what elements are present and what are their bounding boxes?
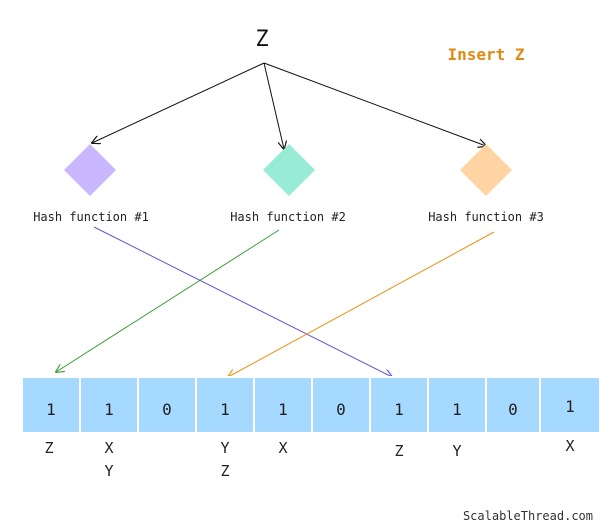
hash-to-bit-arrows bbox=[56, 226, 495, 377]
bit-cell-2 bbox=[137, 376, 197, 434]
bit-value-8: 0 bbox=[508, 400, 518, 419]
bit-value-3: 1 bbox=[220, 400, 230, 419]
bit-value-1: 1 bbox=[104, 400, 114, 419]
hash-function-node-1 bbox=[64, 144, 116, 196]
root-arrow-3 bbox=[263, 62, 486, 146]
bit-cell-6 bbox=[369, 376, 429, 434]
bit-cell-5 bbox=[311, 376, 371, 434]
bit-element-6-0: Z bbox=[394, 442, 403, 460]
hash-functions: Hash function #1 Hash function #2 Hash fun… bbox=[33, 144, 544, 224]
bit-element-3-1: Z bbox=[220, 462, 229, 480]
hash-function-label-2: Hash function #2 bbox=[230, 210, 346, 224]
hash-arrow-2 bbox=[56, 229, 280, 372]
bit-cell-0 bbox=[21, 376, 81, 434]
bit-cell-7 bbox=[427, 376, 487, 434]
footer-credit: ScalableThread.com bbox=[463, 509, 593, 523]
bit-value-2: 0 bbox=[162, 400, 172, 419]
root-arrow-1 bbox=[92, 62, 265, 143]
bit-element-1-0: X bbox=[104, 439, 113, 457]
bit-value-9: 1 bbox=[565, 397, 575, 416]
hash-arrow-1 bbox=[93, 226, 392, 377]
bit-array: 1 1 0 1 1 0 1 1 0 1 bbox=[21, 376, 601, 434]
hash-function-node-2 bbox=[263, 144, 315, 196]
bit-element-0-0: Z bbox=[44, 439, 53, 457]
hash-function-label-3: Hash function #3 bbox=[428, 210, 544, 224]
bit-element-3-0: Y bbox=[220, 439, 229, 457]
bit-value-0: 1 bbox=[46, 400, 56, 419]
root-to-hash-arrows bbox=[92, 62, 486, 149]
diagram-title: Insert Z bbox=[447, 45, 524, 64]
bit-cell-1 bbox=[79, 376, 139, 434]
bit-cell-8 bbox=[485, 376, 541, 434]
bit-element-7-0: Y bbox=[452, 442, 461, 460]
hash-function-node-3 bbox=[460, 144, 512, 196]
root-arrow-2 bbox=[263, 62, 284, 149]
hash-function-label-1: Hash function #1 bbox=[33, 210, 149, 224]
bit-cell-9 bbox=[539, 376, 601, 434]
hash-arrow-3 bbox=[228, 231, 495, 377]
bit-value-6: 1 bbox=[394, 400, 404, 419]
bit-value-5: 0 bbox=[336, 400, 346, 419]
bit-element-1-1: Y bbox=[104, 462, 113, 480]
bit-element-4-0: X bbox=[278, 439, 287, 457]
root-element-label: Z bbox=[255, 27, 268, 52]
bit-value-4: 1 bbox=[278, 400, 288, 419]
bit-value-7: 1 bbox=[452, 400, 462, 419]
bit-cell-4 bbox=[253, 376, 313, 434]
bit-element-9-0: X bbox=[565, 437, 574, 455]
